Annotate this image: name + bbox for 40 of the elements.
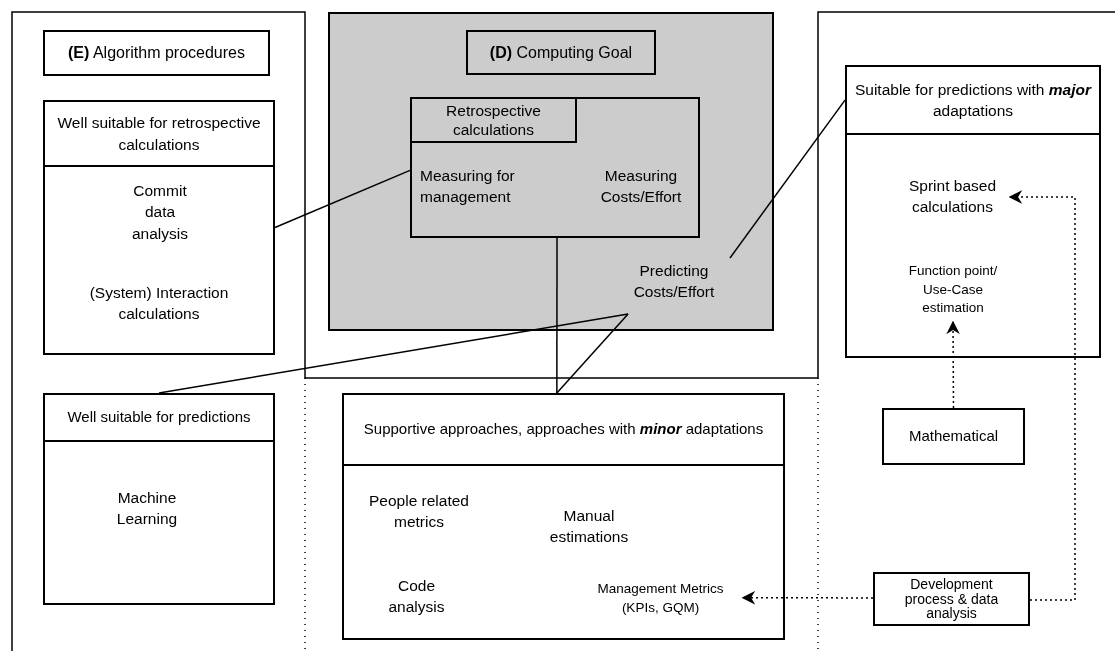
box-header: Well suitable for retrospective calculations [45, 102, 273, 167]
goal-panel [328, 12, 774, 331]
source-box [873, 572, 1030, 626]
approach-text: People related metrics [368, 491, 470, 533]
goal-text: Measuring Costs/Effort [599, 166, 683, 208]
tab-label: Retrospective calculations [445, 100, 542, 140]
connector-line [556, 313, 629, 394]
category-box [43, 100, 275, 355]
category-box [43, 393, 275, 605]
approach-text: Sprint based calculations [908, 176, 997, 218]
approach-text: Function point/ Use-Case estimation [907, 262, 999, 318]
approach-text: Manual estimations [548, 506, 630, 548]
category-box [342, 393, 785, 640]
title-box [466, 30, 656, 75]
approach-text: Machine Learning [115, 488, 179, 530]
source-label: Mathematical [907, 426, 1000, 447]
box-title: (E) Algorithm procedures [67, 43, 246, 63]
box-header: Suitable for predictions with major adaptations [847, 67, 1099, 135]
tab-box [410, 97, 577, 143]
connector-line [274, 169, 411, 229]
connector-line [556, 237, 558, 394]
goal-text: Measuring for management [420, 166, 516, 208]
goal-box [410, 97, 700, 238]
approach-text: Management Metrics (KPIs, GQM) [596, 580, 725, 617]
source-box [882, 408, 1025, 465]
source-label: Development process & data analysis [903, 574, 1000, 624]
approach-text: (System) Interaction calculations [88, 283, 230, 325]
goal-text: Predicting Costs/Effort [632, 261, 716, 303]
arrow [1008, 190, 1076, 601]
connector-line [729, 99, 846, 259]
approach-text: Code analysis [387, 576, 446, 618]
approach-text: Commit data analysis [131, 181, 189, 244]
arrow [741, 591, 874, 605]
box-header: Supportive approaches, approaches with minor adaptations [344, 395, 783, 466]
category-box [845, 65, 1101, 358]
connector-line [158, 313, 629, 394]
box-header: Well suitable for predictions [45, 395, 273, 442]
title-box [43, 30, 270, 76]
box-title: (D) Computing Goal [488, 42, 634, 63]
arrow [946, 320, 960, 409]
